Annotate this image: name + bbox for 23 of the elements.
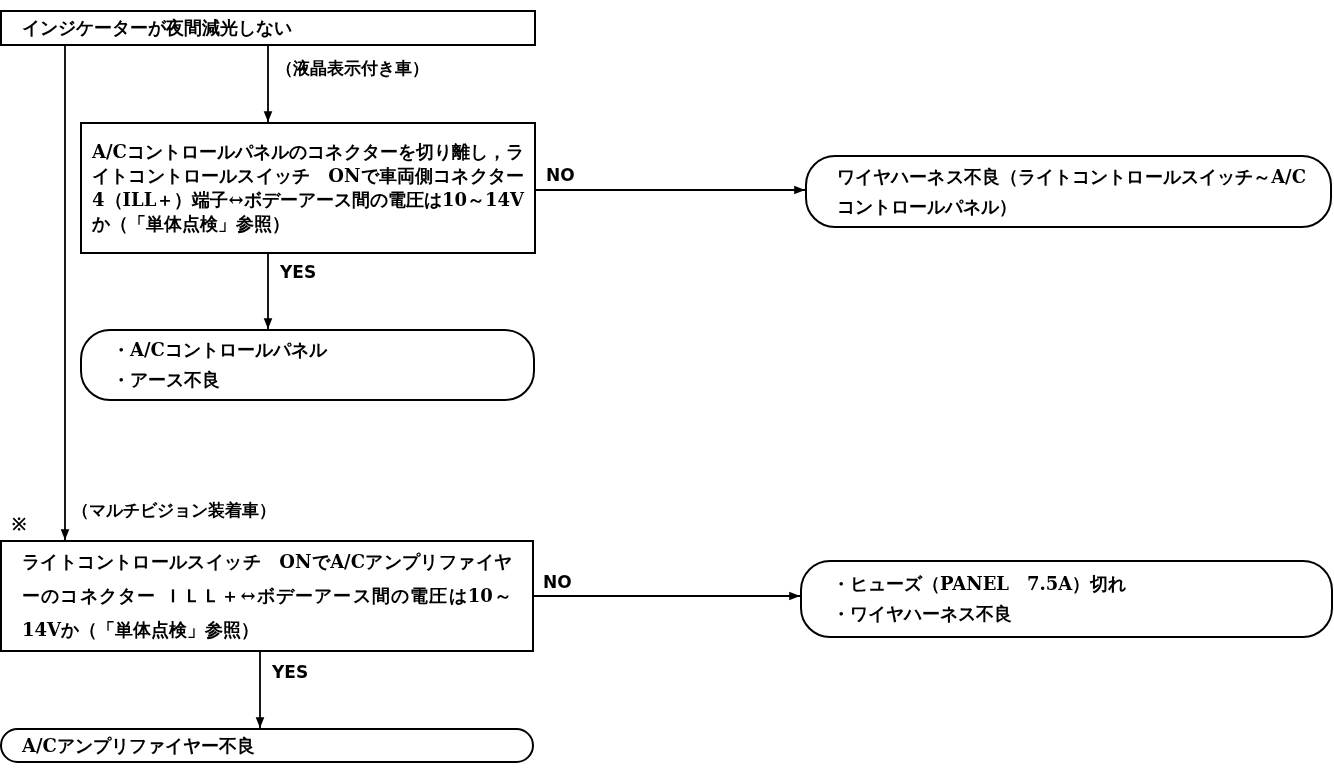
problem-box: [0, 10, 536, 46]
arrow: [263, 45, 273, 123]
arrow: [533, 591, 801, 601]
result-box: [800, 560, 1333, 638]
check-box: [80, 122, 536, 254]
arrow: [255, 651, 265, 729]
result-box: [805, 155, 1332, 228]
box-text: ワイヤハーネス不良（ライトコントロールスイッチ～A/Cコントロールパネル）: [837, 164, 1306, 219]
note-mark: ※: [12, 514, 26, 534]
check-box: [0, 540, 534, 652]
box-text: インジケーターが夜間減光しない: [22, 16, 293, 40]
box-text: A/Cコントロールパネルのコネクターを切り離し，ライトコントロールスイッチ ONで車両側コネクター4（ILL＋）端子↔ボデーアース間の電圧は10～14Vか（「単体点検」参照）: [92, 140, 524, 236]
box-text: A/Cアンプリファイヤー不良: [22, 733, 256, 758]
box-text: ライトコントロールスイッチ ONでA/Cアンプリファイヤーのコネクター ＩＬＬ＋↔ボデーアース間の電圧は10～14Vか（「単体点検」参照）: [22, 550, 512, 642]
result-box: [80, 329, 535, 401]
arrow: [263, 253, 273, 330]
arrow: [60, 45, 70, 541]
list-item: ・A/Cコントロールパネル: [112, 338, 329, 362]
list-item: ・ヒューズ（PANEL 7.5A）切れ: [832, 572, 1128, 596]
result-box: [0, 728, 534, 763]
list-item: ・アース不良: [112, 368, 221, 392]
list-item: ・ワイヤハーネス不良: [832, 602, 1013, 626]
arrow: [535, 185, 806, 195]
